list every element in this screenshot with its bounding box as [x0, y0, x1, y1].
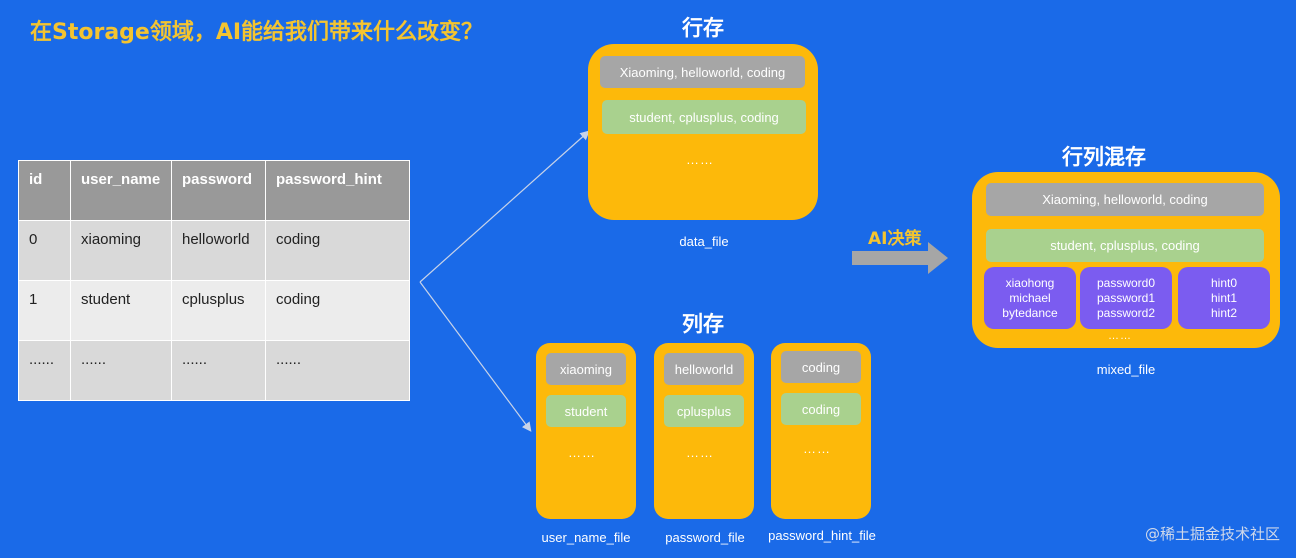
- group-item: password2: [1096, 305, 1156, 320]
- column-store-top-bar: helloworld: [664, 353, 744, 385]
- mixed-store-group-user-name: xiaohong michael bytedance: [984, 267, 1076, 329]
- table-row: 0 xiaoming helloworld coding: [18, 220, 410, 281]
- column-store-file-label: user_name_file: [541, 530, 631, 545]
- table-cell: ......: [171, 340, 266, 401]
- table-header-cell: password_hint: [265, 160, 410, 221]
- table-cell: coding: [265, 220, 410, 281]
- group-item: password1: [1096, 290, 1156, 305]
- row-store-ellipsis: ……: [686, 152, 714, 167]
- arrow-to-row-store: [419, 130, 590, 283]
- column-store-card-password-hint: coding coding ……: [771, 343, 871, 519]
- column-store-ellipsis: ……: [803, 441, 831, 456]
- column-store-top-bar: xiaoming: [546, 353, 626, 385]
- column-store-card-password: helloworld cplusplus ……: [654, 343, 754, 519]
- mixed-store-ellipsis: ……: [1108, 330, 1132, 342]
- column-store-second-bar: coding: [781, 393, 861, 425]
- table-cell: ......: [70, 340, 172, 401]
- group-item: bytedance: [1002, 305, 1058, 320]
- row-store-bar-2: student, cplusplus, coding: [602, 100, 806, 134]
- mixed-store-label: 行列混存: [1062, 145, 1146, 169]
- table-cell: helloworld: [171, 220, 266, 281]
- row-store-label: 行存: [682, 16, 724, 40]
- source-table: id user_name password password_hint 0 xi…: [18, 160, 410, 401]
- table-cell: 1: [18, 280, 71, 341]
- mixed-store-file-label: mixed_file: [1096, 362, 1156, 377]
- ai-decision-label: AI决策: [868, 229, 922, 249]
- group-item: michael: [1009, 290, 1051, 305]
- table-header-cell: user_name: [70, 160, 172, 221]
- column-store-card-user-name: xiaoming student ……: [536, 343, 636, 519]
- table-cell: ......: [265, 340, 410, 401]
- column-store-ellipsis: ……: [686, 445, 714, 460]
- column-store-file-label: password_hint_file: [768, 528, 876, 543]
- mixed-store-bar-2: student, cplusplus, coding: [986, 229, 1264, 262]
- watermark: @稀土掘金技术社区: [1144, 525, 1280, 543]
- table-row: ...... ...... ...... ......: [18, 340, 410, 401]
- column-store-second-bar: cplusplus: [664, 395, 744, 427]
- mixed-store-group-password-hint: hint0 hint1 hint2: [1178, 267, 1270, 329]
- column-store-label: 列存: [682, 312, 724, 336]
- mixed-store-bar-1: Xiaoming, helloworld, coding: [986, 183, 1264, 216]
- group-item: hint1: [1210, 290, 1238, 305]
- column-store-file-label: password_file: [665, 530, 745, 545]
- table-header-row: id user_name password password_hint: [18, 160, 410, 221]
- column-store-second-bar: student: [546, 395, 626, 427]
- ai-decision-arrow: [852, 242, 948, 274]
- mixed-store-group-password: password0 password1 password2: [1080, 267, 1172, 329]
- column-store-ellipsis: ……: [568, 445, 596, 460]
- table-cell: student: [70, 280, 172, 341]
- table-header-cell: id: [18, 160, 71, 221]
- arrow-to-column-store: [419, 281, 532, 432]
- table-cell: cplusplus: [171, 280, 266, 341]
- table-cell: 0: [18, 220, 71, 281]
- row-store-file-label: data_file: [679, 234, 729, 249]
- group-item: xiaohong: [1005, 275, 1055, 290]
- group-item: hint0: [1210, 275, 1238, 290]
- page-title: 在Storage领域，AI能给我们带来什么改变？: [30, 20, 484, 45]
- group-item: hint2: [1210, 305, 1238, 320]
- row-store-card: Xiaoming, helloworld, coding student, cp…: [588, 44, 818, 220]
- row-store-bar-1: Xiaoming, helloworld, coding: [600, 56, 805, 88]
- column-store-top-bar: coding: [781, 351, 861, 383]
- mixed-store-card: Xiaoming, helloworld, coding student, cp…: [972, 172, 1280, 348]
- table-cell: ......: [18, 340, 71, 401]
- group-item: password0: [1096, 275, 1156, 290]
